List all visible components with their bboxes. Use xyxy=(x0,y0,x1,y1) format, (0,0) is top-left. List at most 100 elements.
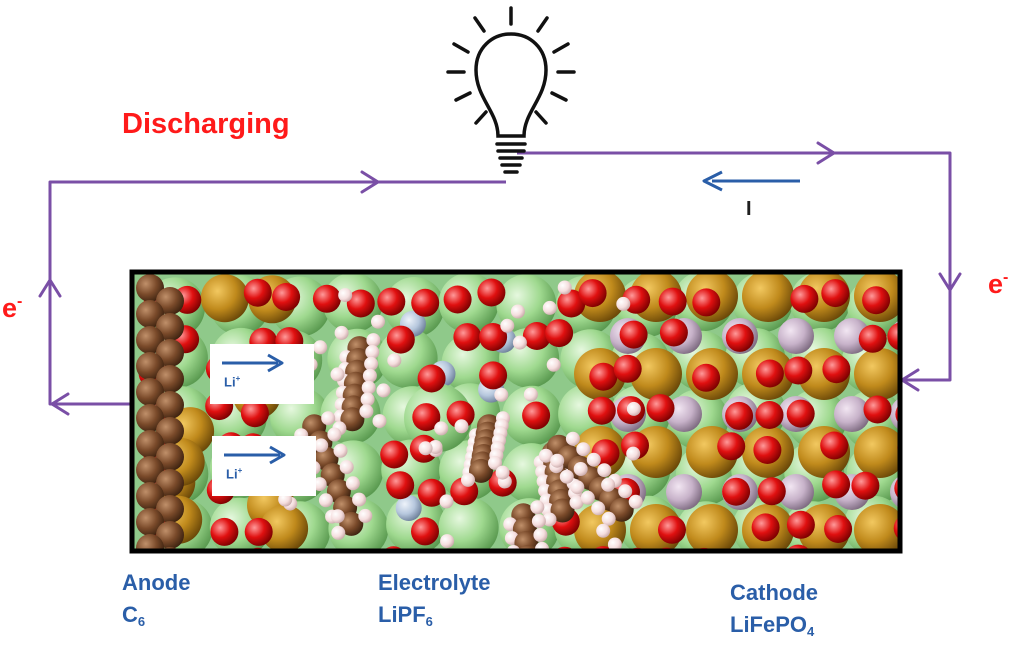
hydrogen-atom xyxy=(531,514,546,529)
carbon-atom xyxy=(156,469,184,497)
hydrogen-atom xyxy=(434,421,449,436)
anode-label: Anode C6 xyxy=(122,567,190,632)
oxygen-atom xyxy=(522,401,551,430)
electrolyte-formula: LiPF6 xyxy=(378,601,433,629)
lithium-ion-label-2: Li+ xyxy=(226,466,243,482)
electron-label-left: e- xyxy=(2,293,23,323)
oxygen-atom xyxy=(786,510,815,539)
oxygen-atom xyxy=(692,288,721,317)
hydrogen-atom xyxy=(440,534,455,549)
carbon-atom xyxy=(136,430,164,458)
hydrogen-atom xyxy=(364,356,379,371)
iron-atom xyxy=(260,504,309,551)
oxygen-atom xyxy=(587,396,616,425)
oxygen-atom xyxy=(658,515,686,544)
oxygen-atom xyxy=(755,401,784,429)
hydrogen-atom xyxy=(573,462,588,476)
carbon-atom xyxy=(156,417,184,445)
oxygen-atom xyxy=(487,552,515,580)
hydrogen-atom xyxy=(495,465,510,480)
hydrogen-atom xyxy=(601,511,616,526)
hydrogen-atom xyxy=(339,460,354,475)
oxygen-atom xyxy=(646,394,675,423)
carbon-atom xyxy=(156,365,184,393)
oxygen-atom xyxy=(613,354,642,383)
hydrogen-atom xyxy=(500,318,515,333)
oxygen-atom xyxy=(213,553,241,581)
iron-atom xyxy=(854,348,900,400)
hydrogen-atom xyxy=(511,587,525,601)
hydrogen-atom xyxy=(372,414,387,429)
oxygen-atom xyxy=(753,436,782,464)
hydrogen-atom xyxy=(540,584,554,598)
oxygen-atom xyxy=(479,323,508,351)
oxygen-atom xyxy=(453,323,482,352)
hydrogen-atom xyxy=(358,508,373,523)
oxygen-atom xyxy=(658,287,687,316)
hydrogen-atom xyxy=(607,537,622,551)
hydrogen-atom xyxy=(387,353,402,368)
hydrogen-atom xyxy=(371,314,385,329)
hydrogen-atom xyxy=(570,480,585,495)
oxygen-atom xyxy=(862,286,891,315)
electron-label-right: e- xyxy=(988,269,1009,299)
carbon-atom xyxy=(136,378,164,406)
lithium-ion-label-1: Li+ xyxy=(224,374,241,390)
hydrogen-atom xyxy=(454,419,469,434)
phosphorus-atom xyxy=(778,474,814,510)
oxygen-atom xyxy=(820,431,849,460)
hydrogen-atom xyxy=(331,525,346,540)
oxygen-atom xyxy=(417,364,446,393)
iron-atom xyxy=(630,348,682,400)
hydrogen-atom xyxy=(550,453,565,468)
oxygen-atom xyxy=(894,556,922,584)
hydrogen-atom xyxy=(330,367,345,382)
carbon-atom xyxy=(339,511,364,536)
oxygen-atom xyxy=(417,478,446,507)
arrowhead-top-right xyxy=(816,141,836,165)
hydrogen-atom xyxy=(418,441,433,456)
ion-arrow-icon xyxy=(222,353,284,373)
oxygen-atom xyxy=(821,279,850,308)
hydrogen-atom xyxy=(576,442,591,457)
carbon-atom xyxy=(340,407,365,432)
oxygen-atom xyxy=(346,289,375,318)
hydrogen-atom xyxy=(533,528,548,542)
iron-atom xyxy=(742,272,794,322)
carbon-atom xyxy=(136,274,164,302)
oxygen-atom xyxy=(824,515,853,543)
hydrogen-atom xyxy=(513,601,527,615)
hydrogen-atom xyxy=(626,446,641,461)
current-arrow-head xyxy=(702,170,723,192)
oxygen-atom xyxy=(692,363,721,392)
carbon-atom xyxy=(136,456,164,484)
hydrogen-atom xyxy=(321,411,336,426)
oxygen-atom xyxy=(522,322,551,350)
electrolyte-name: Electrolyte xyxy=(378,570,491,595)
hydrogen-atom xyxy=(345,476,360,491)
hydrogen-atom xyxy=(586,452,601,467)
hydrogen-atom xyxy=(546,357,561,372)
phosphorus-atom xyxy=(778,318,814,354)
oxygen-atom xyxy=(858,324,887,353)
current-arrow-icon xyxy=(702,170,800,192)
oxygen-atom xyxy=(725,323,754,352)
oxygen-atom xyxy=(443,285,472,314)
oxygen-atom xyxy=(755,359,784,388)
oxygen-atom xyxy=(412,403,441,432)
oxygen-atom xyxy=(446,400,475,429)
hydrogen-atom xyxy=(360,392,375,407)
oxygen-atom xyxy=(822,470,851,499)
hydrogen-atom xyxy=(510,304,525,319)
hydrogen-atom xyxy=(338,288,353,303)
oxygen-atom xyxy=(757,477,786,506)
iron-atom xyxy=(854,426,900,478)
hydrogen-atom xyxy=(538,448,553,463)
cathode-label: Cathode LiFePO4 xyxy=(730,577,818,642)
oxygen-atom xyxy=(725,401,754,430)
carbon-atom xyxy=(156,495,184,523)
oxygen-atom xyxy=(479,361,508,390)
hydrogen-atom xyxy=(565,431,580,446)
oxygen-atom xyxy=(822,355,851,384)
